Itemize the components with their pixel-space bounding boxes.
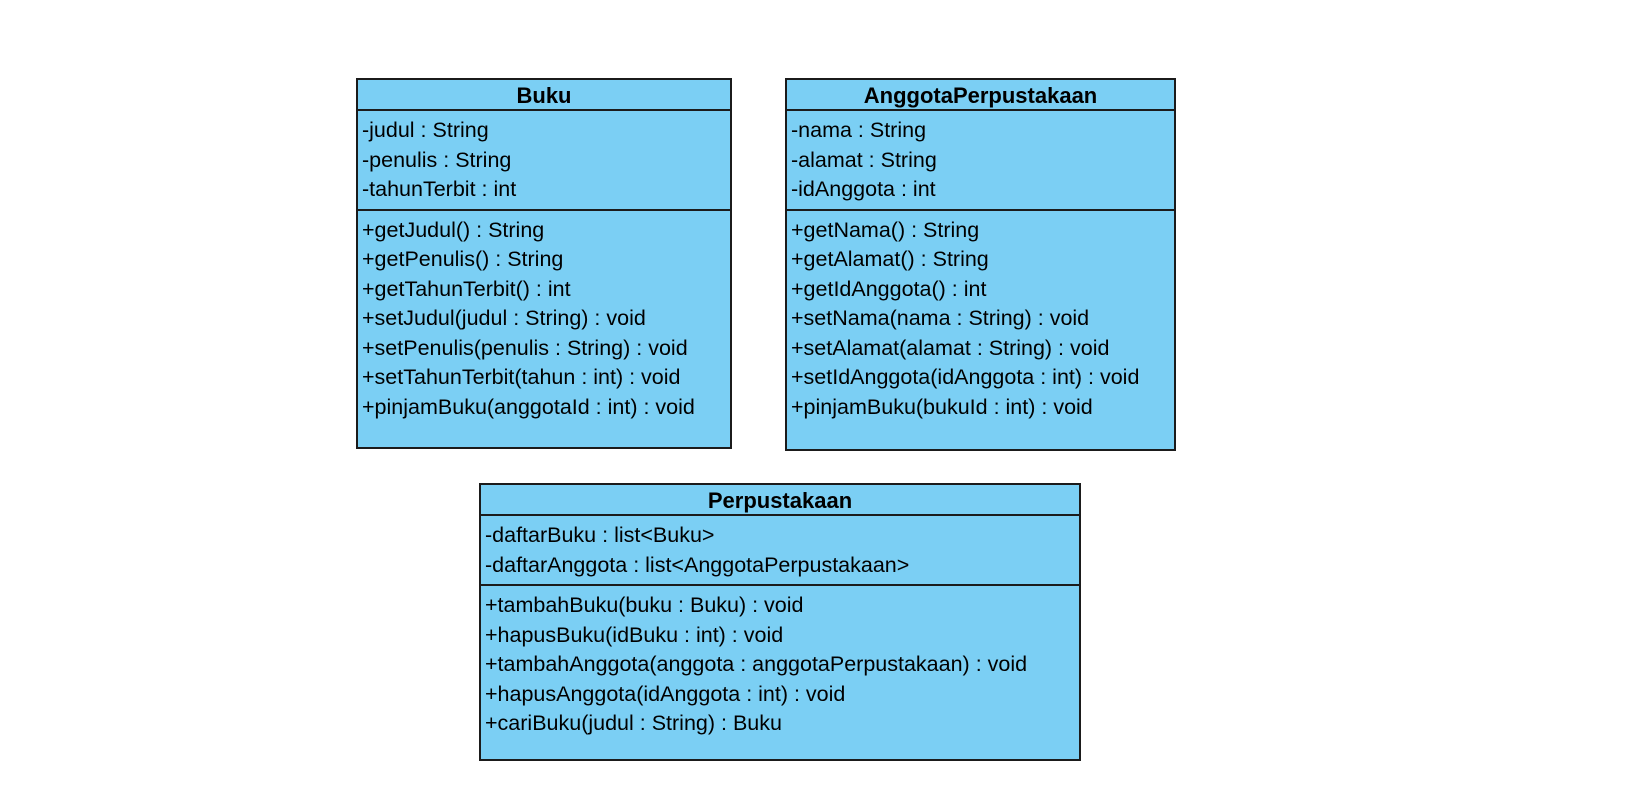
attribute: -daftarBuku : list<Buku> xyxy=(485,523,715,547)
attribute: -alamat : String xyxy=(791,147,937,172)
attributes-compartment: -judul : String -penulis : String -tahun… xyxy=(358,111,730,211)
attribute: -tahunTerbit : int xyxy=(362,177,517,201)
class-box-anggota-perpustakaan[interactable]: AnggotaPerpustakaan -nama : String -alam… xyxy=(785,78,1176,451)
operation: +getJudul() : String xyxy=(362,217,545,242)
operation: +getPenulis() : String xyxy=(362,247,564,271)
class-name: AnggotaPerpustakaan xyxy=(787,80,1174,111)
operation: +tambahAnggota(anggota : anggotaPerpusta… xyxy=(485,652,1028,676)
operation: +setNama(nama : String) : void xyxy=(791,306,1090,330)
class-name: Perpustakaan xyxy=(481,485,1079,516)
operation: +getIdAnggota() : int xyxy=(791,276,987,301)
operation: +getAlamat() : String xyxy=(791,247,989,271)
operation: +setTahunTerbit(tahun : int) : void xyxy=(362,365,681,389)
attribute: -idAnggota : int xyxy=(791,177,936,201)
class-name: Buku xyxy=(358,80,730,111)
operations-compartment: +getJudul() : String +getPenulis() : Str… xyxy=(358,211,730,427)
attribute: -penulis : String xyxy=(362,147,512,172)
operation: +setAlamat(alamat : String) : void xyxy=(791,335,1110,360)
operation: +pinjamBuku(anggotaId : int) : void xyxy=(362,394,695,419)
operation: +getTahunTerbit() : int xyxy=(362,276,571,301)
operation: +setJudul(judul : String) : void xyxy=(362,306,646,330)
operation: +cariBuku(judul : String) : Buku xyxy=(485,711,782,735)
attributes-compartment: -nama : String -alamat : String -idAnggo… xyxy=(787,111,1174,211)
operation: +hapusBuku(idBuku : int) : void xyxy=(485,622,784,647)
operation: +setIdAnggota(idAnggota : int) : void xyxy=(791,365,1140,389)
operations-compartment: +tambahBuku(buku : Buku) : void +hapusBu… xyxy=(481,586,1079,743)
operation: +tambahBuku(buku : Buku) : void xyxy=(485,593,804,617)
attribute: -daftarAnggota : list<AnggotaPerpustakaa… xyxy=(485,552,910,577)
attribute: -nama : String xyxy=(791,118,927,142)
operation: +getNama() : String xyxy=(791,217,980,242)
attributes-compartment: -daftarBuku : list<Buku> -daftarAnggota … xyxy=(481,516,1079,586)
attribute: -judul : String xyxy=(362,118,489,142)
class-box-perpustakaan[interactable]: Perpustakaan -daftarBuku : list<Buku> -d… xyxy=(479,483,1081,761)
operation: +pinjamBuku(bukuId : int) : void xyxy=(791,394,1093,419)
class-box-buku[interactable]: Buku -judul : String -penulis : String -… xyxy=(356,78,732,449)
operations-compartment: +getNama() : String +getAlamat() : Strin… xyxy=(787,211,1174,427)
operation: +setPenulis(penulis : String) : void xyxy=(362,335,688,360)
operation: +hapusAnggota(idAnggota : int) : void xyxy=(485,681,846,706)
